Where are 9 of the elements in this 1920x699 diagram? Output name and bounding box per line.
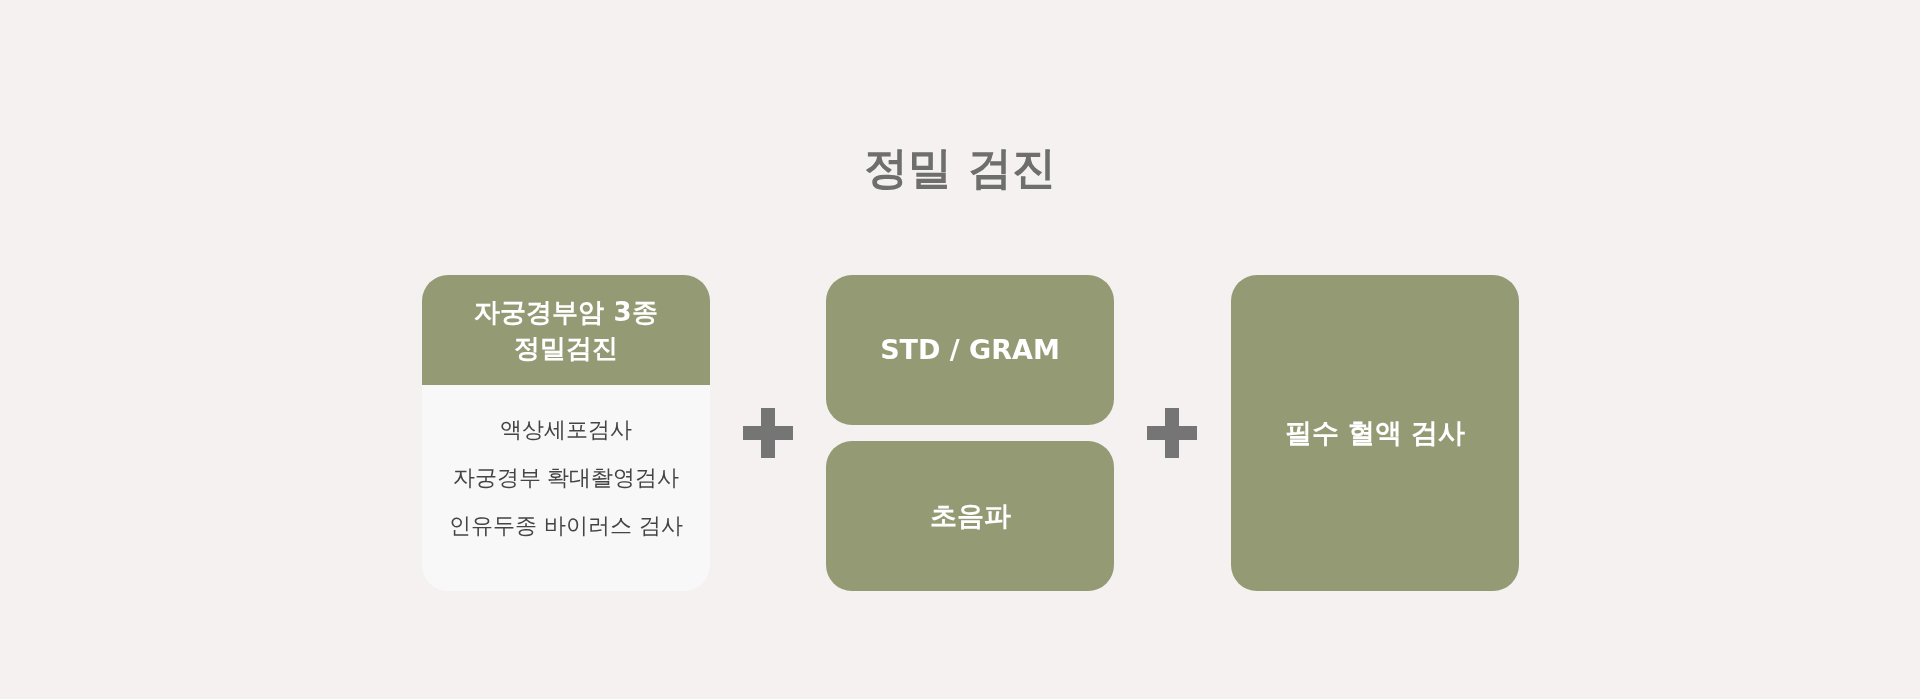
exam-card <box>422 275 710 591</box>
exam-card: STD / GRAM <box>826 275 1114 425</box>
exam-item: 자궁경부 확대촬영검사 <box>451 464 681 492</box>
exam-card: 필수 혈액 검사 <box>1231 275 1519 591</box>
exam-item: 인유두종 바이러스 검사 <box>448 512 684 540</box>
card-heading: 자궁경부암 3종 정밀검진 <box>422 275 710 385</box>
exam-card: 초음파 <box>826 441 1114 591</box>
title: 정밀 검진 <box>863 141 1057 195</box>
exam-item: 액상세포검사 <box>499 416 633 444</box>
